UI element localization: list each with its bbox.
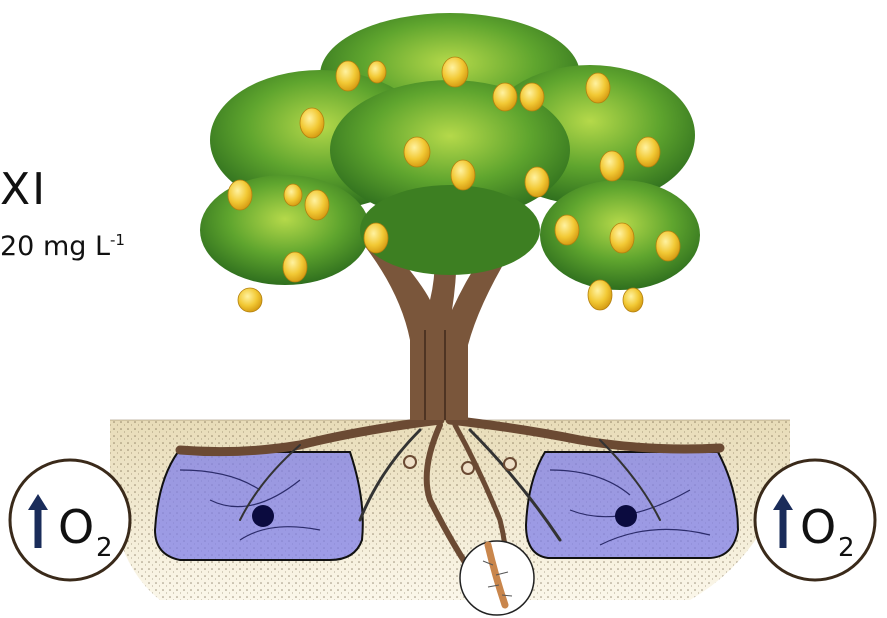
oxygen-subscript: 2 [96, 533, 113, 563]
root-cut [504, 458, 516, 470]
wet-zone-right [526, 452, 738, 558]
root-tip-magnifier [460, 541, 534, 615]
oxygen-marker-left: O 2 [10, 460, 130, 580]
oxygen-symbol: O [800, 500, 836, 554]
root-cut [462, 462, 474, 474]
sensor-dot-right [615, 505, 637, 527]
root-cut [404, 456, 416, 468]
oxygen-subscript: 2 [838, 533, 855, 563]
sensor-dot-left [252, 505, 274, 527]
oxygen-symbol: O [58, 500, 94, 554]
oxygen-marker-right: O 2 [755, 460, 875, 580]
